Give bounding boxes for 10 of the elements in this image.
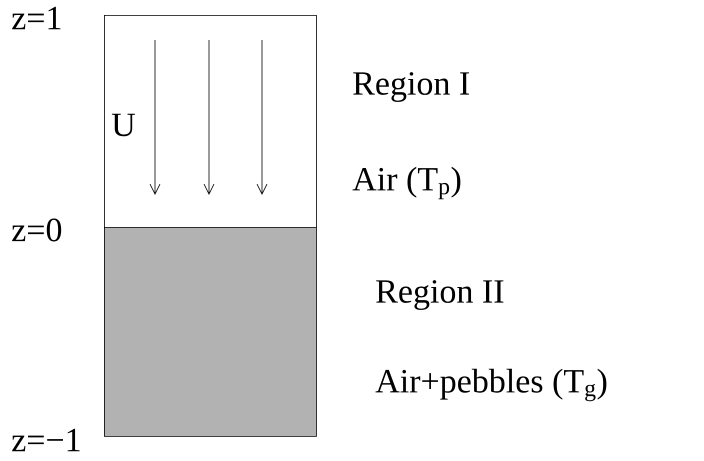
region-label: Air (T$_{p}$) [352,166,460,200]
axis-label: z=−1 [10,428,83,452]
region-box [104,15,317,228]
region-label: Region II [376,280,504,310]
axis-label: z=1 [10,6,64,30]
region-box [104,227,317,437]
region-label: Region I [353,72,470,102]
axis-label: z=0 [10,218,64,242]
region-label: Air+pebbles (T$_{g}$) [376,368,606,402]
flow-label: U [110,112,137,138]
